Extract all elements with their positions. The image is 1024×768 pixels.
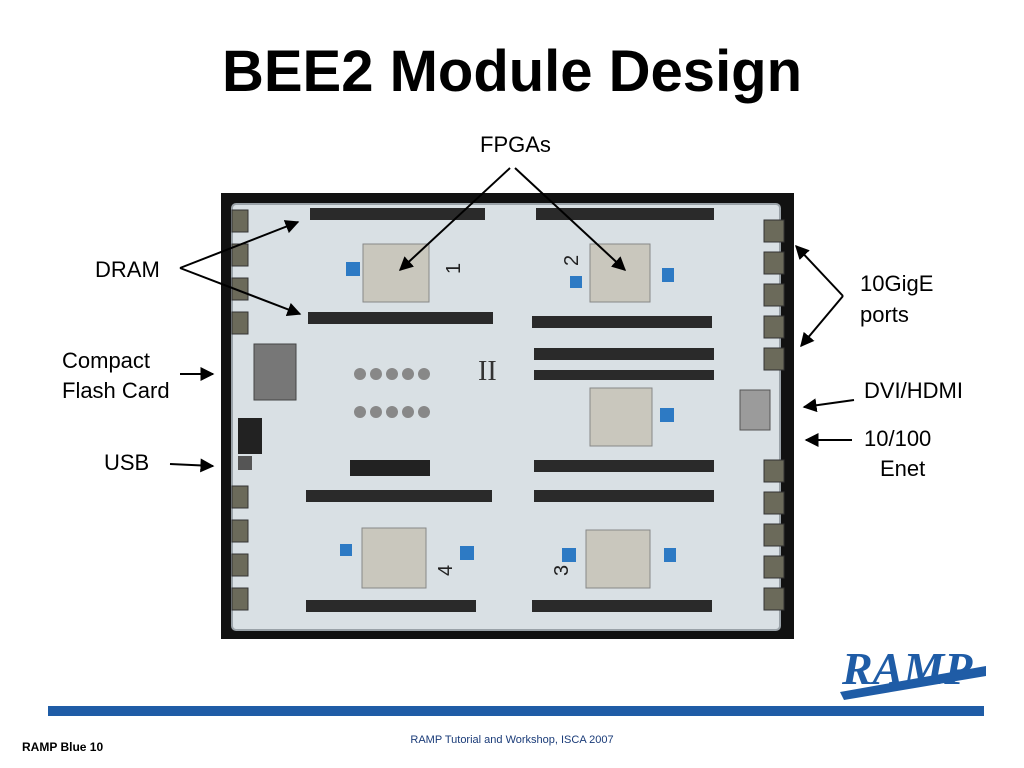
dvi-arrow xyxy=(802,398,855,413)
fpga-number-2: 2 xyxy=(561,255,583,266)
label-gige-line1: 10GigE xyxy=(860,271,934,296)
fpgas-arrow-right xyxy=(514,167,627,271)
label-enet-line1: 10/100 xyxy=(864,426,932,451)
footer-bar xyxy=(48,706,984,716)
gige-arrow-top xyxy=(795,244,844,297)
gige-arrow-bottom xyxy=(800,295,844,348)
ramp-logo: RAMP xyxy=(840,643,986,700)
label-dvi-hdmi: DVI/HDMI xyxy=(864,378,963,403)
fpgas-arrow-left xyxy=(398,167,511,271)
footer-event: RAMP Tutorial and Workshop, ISCA 2007 xyxy=(410,734,614,746)
label-compact-flash-line1: Compact xyxy=(62,348,151,373)
dram-arrow-bottom xyxy=(179,267,302,317)
footer-slide-number: RAMP Blue 10 xyxy=(22,740,104,754)
label-usb: USB xyxy=(104,450,150,475)
slide-title: BEE2 Module Design xyxy=(221,39,803,104)
label-gige-line2: ports xyxy=(860,302,909,327)
label-fpgas: FPGAs xyxy=(480,132,551,157)
fpga-number-3: 3 xyxy=(551,565,573,576)
fpga-number-4: 4 xyxy=(435,565,457,576)
label-compact-flash-line2: Flash Card xyxy=(62,378,170,403)
fpga-number-1: 1 xyxy=(443,263,465,274)
label-dram: DRAM xyxy=(95,257,160,282)
usb-arrow xyxy=(169,458,215,473)
label-enet-line2: Enet xyxy=(880,456,926,481)
dram-arrow-top xyxy=(179,220,300,269)
board-center-symbol: II xyxy=(478,356,497,387)
